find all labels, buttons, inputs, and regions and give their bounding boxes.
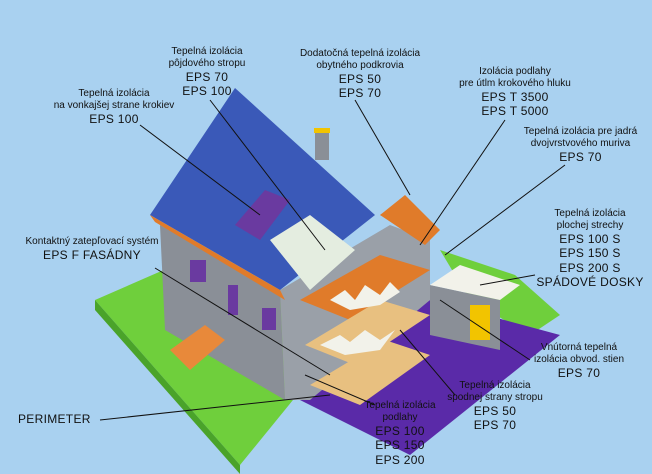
window-left — [190, 260, 206, 282]
label-kroky-hluk: Izolácia podlahy pre útlm krokového hluk… — [450, 66, 580, 119]
label-product: EPS 50 — [473, 404, 517, 418]
label-caption: Tepelná izolácia — [364, 400, 436, 411]
label-product: EPS 70 — [185, 70, 229, 84]
label-product: EPS T 3500 — [481, 90, 549, 104]
label-product: EPS 100 — [182, 84, 232, 99]
label-product: EPS 70 — [473, 418, 517, 433]
label-caption: Tepelná izolácia — [78, 88, 150, 99]
label-caption: Vnútorná tepelná — [540, 342, 618, 353]
label-product: EPS 150 S — [559, 246, 621, 261]
label-product: EPS 50 — [338, 72, 382, 86]
entry-steps — [170, 325, 225, 370]
label-caption: Tepelná izolácia — [459, 380, 531, 391]
label-product: PERIMETER — [18, 412, 91, 426]
floor-slab-low — [310, 340, 430, 405]
window-mid — [262, 308, 276, 330]
gable-cut — [380, 195, 440, 245]
label-dvojvrstve-murivo: Tepelná izolácia pre jadrá dvojvrstvovéh… — [518, 126, 643, 164]
label-caption: Kontaktný zatepľovací systém — [25, 236, 159, 247]
label-caption: na vonkajšej strane krokiev — [53, 100, 175, 111]
label-caption: Tepelná izolácia — [554, 208, 626, 219]
label-product: EPS 100 — [89, 112, 139, 126]
ground-slab-side — [95, 300, 240, 474]
insulation-zigzag-2 — [320, 330, 395, 355]
attic-panel — [270, 215, 355, 290]
chimney — [315, 130, 329, 160]
label-caption: dvojvrstvového muriva — [530, 138, 631, 149]
door — [228, 285, 238, 315]
label-extra: SPÁDOVÉ DOSKY — [536, 275, 644, 290]
insulation-zigzag-1 — [330, 282, 400, 310]
label-caption: podlahy — [382, 412, 418, 423]
label-product: EPS 70 — [338, 86, 382, 101]
label-product: EPS 150 — [375, 438, 425, 453]
label-caption: obytného podkrovia — [316, 60, 404, 71]
label-vnutorna: Vnútorná tepelná izolácia obvod. stien E… — [520, 342, 638, 380]
leader-lines — [99, 99, 566, 421]
label-caption: Dodatočná tepelná izolácia — [299, 48, 421, 59]
label-caption: spodnej strany stropu — [447, 392, 543, 403]
label-krokvy: Tepelná izolácia na vonkajšej strane kro… — [52, 88, 176, 126]
label-plocha-strecha: Tepelná izolácia plochej strechy EPS 100… — [530, 208, 650, 290]
label-product: EPS 70 — [559, 150, 602, 164]
label-caption: izolácia obvod. stien — [533, 354, 625, 365]
label-fasada: Kontaktný zatepľovací systém EPS F FASÁD… — [18, 236, 166, 262]
label-pojdovy-strop: Tepelná izolácia pôjdového stropu EPS 70… — [152, 46, 262, 99]
label-spodna-strana: Tepelná izolácia spodnej strany stropu E… — [440, 380, 550, 433]
roof-edge — [150, 215, 285, 300]
chimney-cap — [314, 128, 330, 133]
label-caption: Tepelná izolácia — [171, 46, 243, 57]
label-caption: plochej strechy — [556, 220, 624, 231]
label-product: EPS T 5000 — [481, 104, 549, 119]
label-podkrovie: Dodatočná tepelná izolácia obytného podk… — [290, 48, 430, 101]
roof-window — [235, 190, 290, 240]
label-product: EPS 200 S — [559, 260, 621, 275]
label-perimeter: PERIMETER — [18, 412, 118, 426]
label-product: EPS 70 — [557, 366, 601, 380]
label-product: EPS F FASÁDNY — [43, 248, 141, 262]
label-product: EPS 100 S — [559, 232, 621, 246]
label-caption: pre útlm krokového hluku — [459, 78, 571, 89]
label-caption: pôjdového stropu — [168, 58, 246, 69]
label-caption: Izolácia podlahy — [479, 66, 551, 77]
label-product: EPS 200 — [375, 452, 425, 467]
label-product: EPS 100 — [375, 424, 425, 438]
label-podlaha: Tepelná izolácia podlahy EPS 100 EPS 150… — [350, 400, 450, 467]
garage-door — [470, 305, 490, 340]
label-caption: Tepelná izolácia pre jadrá — [523, 126, 638, 137]
garage-roof — [430, 265, 520, 300]
